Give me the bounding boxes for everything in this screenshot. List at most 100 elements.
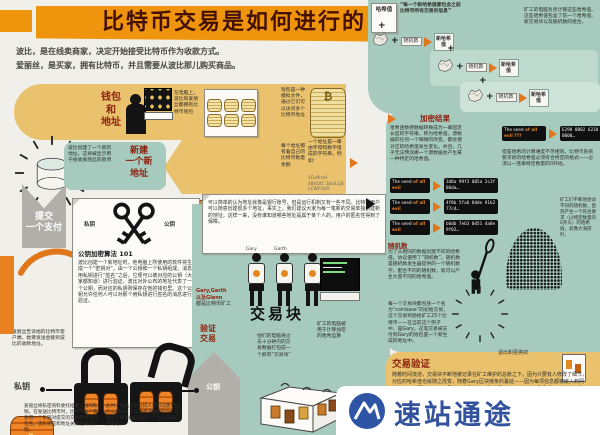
challenge-note: 但是哈希的计算难度不尽相同。比特币系统要求新的哈希值必须符合特定的格式——必须以… bbox=[502, 150, 594, 168]
left-orange-pipe bbox=[0, 256, 14, 334]
coin-icon bbox=[240, 114, 256, 127]
hash-output-box: 3d8a 99f3 085a 2c3f 06da… bbox=[444, 178, 498, 194]
needle-person-icon bbox=[464, 238, 506, 298]
hash-quote: “每一个新哈希值都包含之前比特币所有交易的信息” bbox=[400, 3, 461, 15]
coin-icon bbox=[223, 99, 239, 112]
miner-name-2: Garth bbox=[274, 247, 287, 252]
new-address-panel bbox=[64, 142, 166, 190]
hash-input-box: The seed of all evil bbox=[390, 178, 430, 193]
nonce-chip: 随机数 bbox=[400, 36, 422, 47]
intro-line-1: 波比，是在线卖商家，决定开始接受比特币作为收款方式。 bbox=[16, 47, 224, 56]
plus-icon: + bbox=[479, 76, 487, 86]
wallet-band-label-l2: 和 bbox=[106, 104, 116, 116]
hash-pair-1: The seed of all evil 3d8a 99f3 085a 2c3f… bbox=[390, 178, 498, 194]
orange-arrow-icon bbox=[350, 158, 358, 168]
bitcoin-stack-icon: ₿ bbox=[310, 88, 346, 138]
verify-label-l2: 交易 bbox=[200, 333, 216, 343]
wallet-band-label: 钱包 和 地址 bbox=[88, 92, 134, 130]
verify-label-l1: 验证 bbox=[200, 324, 216, 333]
hash-pair-3: The seed of all evil b6db 7e63 0d51 4a8e… bbox=[390, 220, 498, 236]
hash-input-text: The seed bbox=[392, 222, 412, 228]
hashing-body: 哈希函数把数据转换成为一串固定长度的字符串，称为哈希值。源数据的任何一个细微的改… bbox=[390, 126, 462, 163]
address-example: 1Gz9nz9 48hDtC 3bUL1j6 LCWFQd5 bbox=[308, 176, 344, 193]
private-key-label: 私钥 bbox=[84, 222, 96, 228]
crypto101-body: 波比创建一个新地址时，他电脑上所使用的软件将生成一个“密钥对”，由一个公钥和一个… bbox=[78, 260, 192, 305]
hash-tag-box: 哈希值 bbox=[371, 3, 397, 33]
mining-terminal-icon bbox=[320, 258, 360, 301]
tx-verify-heading: 交易验证 bbox=[392, 359, 431, 370]
coin-icon bbox=[206, 114, 222, 127]
hash-input-box: The seed of all evil bbox=[390, 199, 430, 214]
watermark-logo-icon bbox=[348, 392, 386, 434]
crossed-keys-icon bbox=[98, 202, 170, 252]
miner-figure bbox=[244, 253, 268, 313]
compute-note: 矿工的电脑被用于计算加密的哈希运算 bbox=[317, 322, 346, 340]
plus-icon: + bbox=[391, 36, 399, 46]
orange-arrow-icon bbox=[433, 180, 441, 191]
wallet-band-label-l3: 地址 bbox=[101, 117, 121, 128]
miner-hash-note: 矿工的电脑负责计算这些哈希值。这些哈希值包含了前一个哈希值、新交易块以及随机数的… bbox=[524, 8, 596, 26]
block-heading: 交易块 bbox=[250, 305, 305, 323]
crumpled-paper-icon bbox=[371, 32, 389, 51]
tx-verify-tag: 退出和更换掉 bbox=[498, 350, 529, 356]
orange-arrow-icon bbox=[388, 114, 396, 124]
coinbase-body: 每一个交易块都包括一个名为“coinbase”的初始交易，这个交易奖励给矿工25… bbox=[388, 302, 448, 345]
hash-challenge-pair: The seed of all evil ??? E298 8B02 6238 … bbox=[502, 126, 600, 142]
nonce-body: 为了从相同的数据创建不同的哈希值，协议使用了“随机数”。随机数是随机数发生器提供… bbox=[388, 250, 461, 280]
hashing-heading: 加密结果 bbox=[420, 114, 450, 123]
new-address-label-l1: 新建 bbox=[129, 146, 148, 156]
wallet-band-label-l1: 钱包 bbox=[101, 92, 121, 103]
miners-caption-l3: 都是比特币矿工 bbox=[196, 301, 232, 307]
cascade-unit-2: + 随机数 新哈希值 bbox=[436, 58, 519, 77]
address-note: 一个地址是一串由字母和数字组成的字符串，例如： bbox=[308, 140, 342, 164]
coin-icon bbox=[240, 99, 256, 112]
hash-input-text2: of all evil bbox=[392, 180, 426, 191]
crumpled-paper-icon bbox=[436, 58, 454, 77]
address-strip-chevron bbox=[164, 140, 228, 194]
crypto101-box bbox=[72, 198, 200, 348]
computer-note: 在电脑上，波比和爱丽丝都拥有比特币钱包 bbox=[174, 91, 198, 115]
new-address-note: 波比创建了一个新的地址，这将被显示用于接收爱丽丝的款项 bbox=[68, 146, 112, 164]
hash-input-text: The seed bbox=[392, 201, 412, 207]
miner-figure bbox=[300, 253, 324, 313]
miners-caption: Gary,Garth 以及Glenn 都是比特币矿工 bbox=[196, 288, 242, 308]
coin-icon bbox=[223, 114, 239, 127]
coin-icon bbox=[206, 99, 222, 112]
nonce-side-note: 矿工们不断地尝试不同的随机数，直到产生一个符合要求（以特定数量的0开头）的哈希值… bbox=[560, 198, 596, 239]
miners-caption-l1: Gary,Garth bbox=[196, 288, 227, 294]
hash-pair-2: The seed of all evil 4f8b 5fa6 8dde 91b2… bbox=[390, 199, 498, 215]
transaction-block-cube-icon bbox=[254, 382, 348, 435]
new-address-label-l2: 一个新 bbox=[125, 157, 153, 168]
coin-barrel-icon bbox=[158, 391, 173, 413]
submit-payment-label: 提交 一个支付 bbox=[22, 184, 66, 234]
hash-output-box: 4f8b 5fa6 8dde 91b2 77c4… bbox=[444, 199, 498, 215]
plus-icon: + bbox=[378, 21, 386, 31]
miner-name-1: Gary bbox=[246, 247, 257, 252]
orange-arrow-icon bbox=[433, 201, 441, 212]
plus-icon: + bbox=[486, 92, 494, 102]
hash-input-text2: of all evil bbox=[392, 222, 426, 233]
connector-line bbox=[182, 390, 194, 392]
block-note: 他们的电脑将过去十分钟内的交易数据打包成一个新的“交易块” bbox=[257, 334, 291, 358]
hash-output-box: b6db 7e63 0d51 4a8e 9f02… bbox=[444, 220, 498, 236]
private-key-lock-label: 私钥 bbox=[14, 382, 30, 391]
orange-arrow-icon bbox=[488, 62, 497, 73]
orange-arrow-icon bbox=[423, 36, 432, 47]
wallet-box bbox=[204, 89, 258, 137]
nonce-chip: 随机数 bbox=[465, 62, 487, 73]
hash-input-text2: of all evil ??? bbox=[504, 128, 538, 139]
connector-dot bbox=[194, 388, 199, 393]
black-arrow-icon bbox=[366, 198, 375, 210]
crypto101-heading: 公钥加密算法 101 bbox=[78, 250, 133, 258]
hash-input-box: The seed of all evil ??? bbox=[502, 126, 546, 141]
intro-line-2: 爱丽丝，是买家，拥有比特币，并且需要从波比那儿购买商品。 bbox=[16, 61, 240, 70]
swap-mini-diagram bbox=[562, 354, 586, 382]
payment-note: 爱丽丝告诉她的比特币客户端，她要发送金额到波比的收款地址。 bbox=[12, 330, 65, 348]
new-hash-box: 新哈希值 bbox=[498, 58, 519, 77]
page-title: 比特币交易是如何进行的 bbox=[101, 10, 366, 35]
new-address-label-l3: 地址 bbox=[129, 168, 148, 179]
btc-symbol: ₿ bbox=[323, 89, 333, 103]
plus-icon: + bbox=[447, 44, 455, 54]
new-hash-box: 新哈希值 bbox=[528, 88, 549, 107]
